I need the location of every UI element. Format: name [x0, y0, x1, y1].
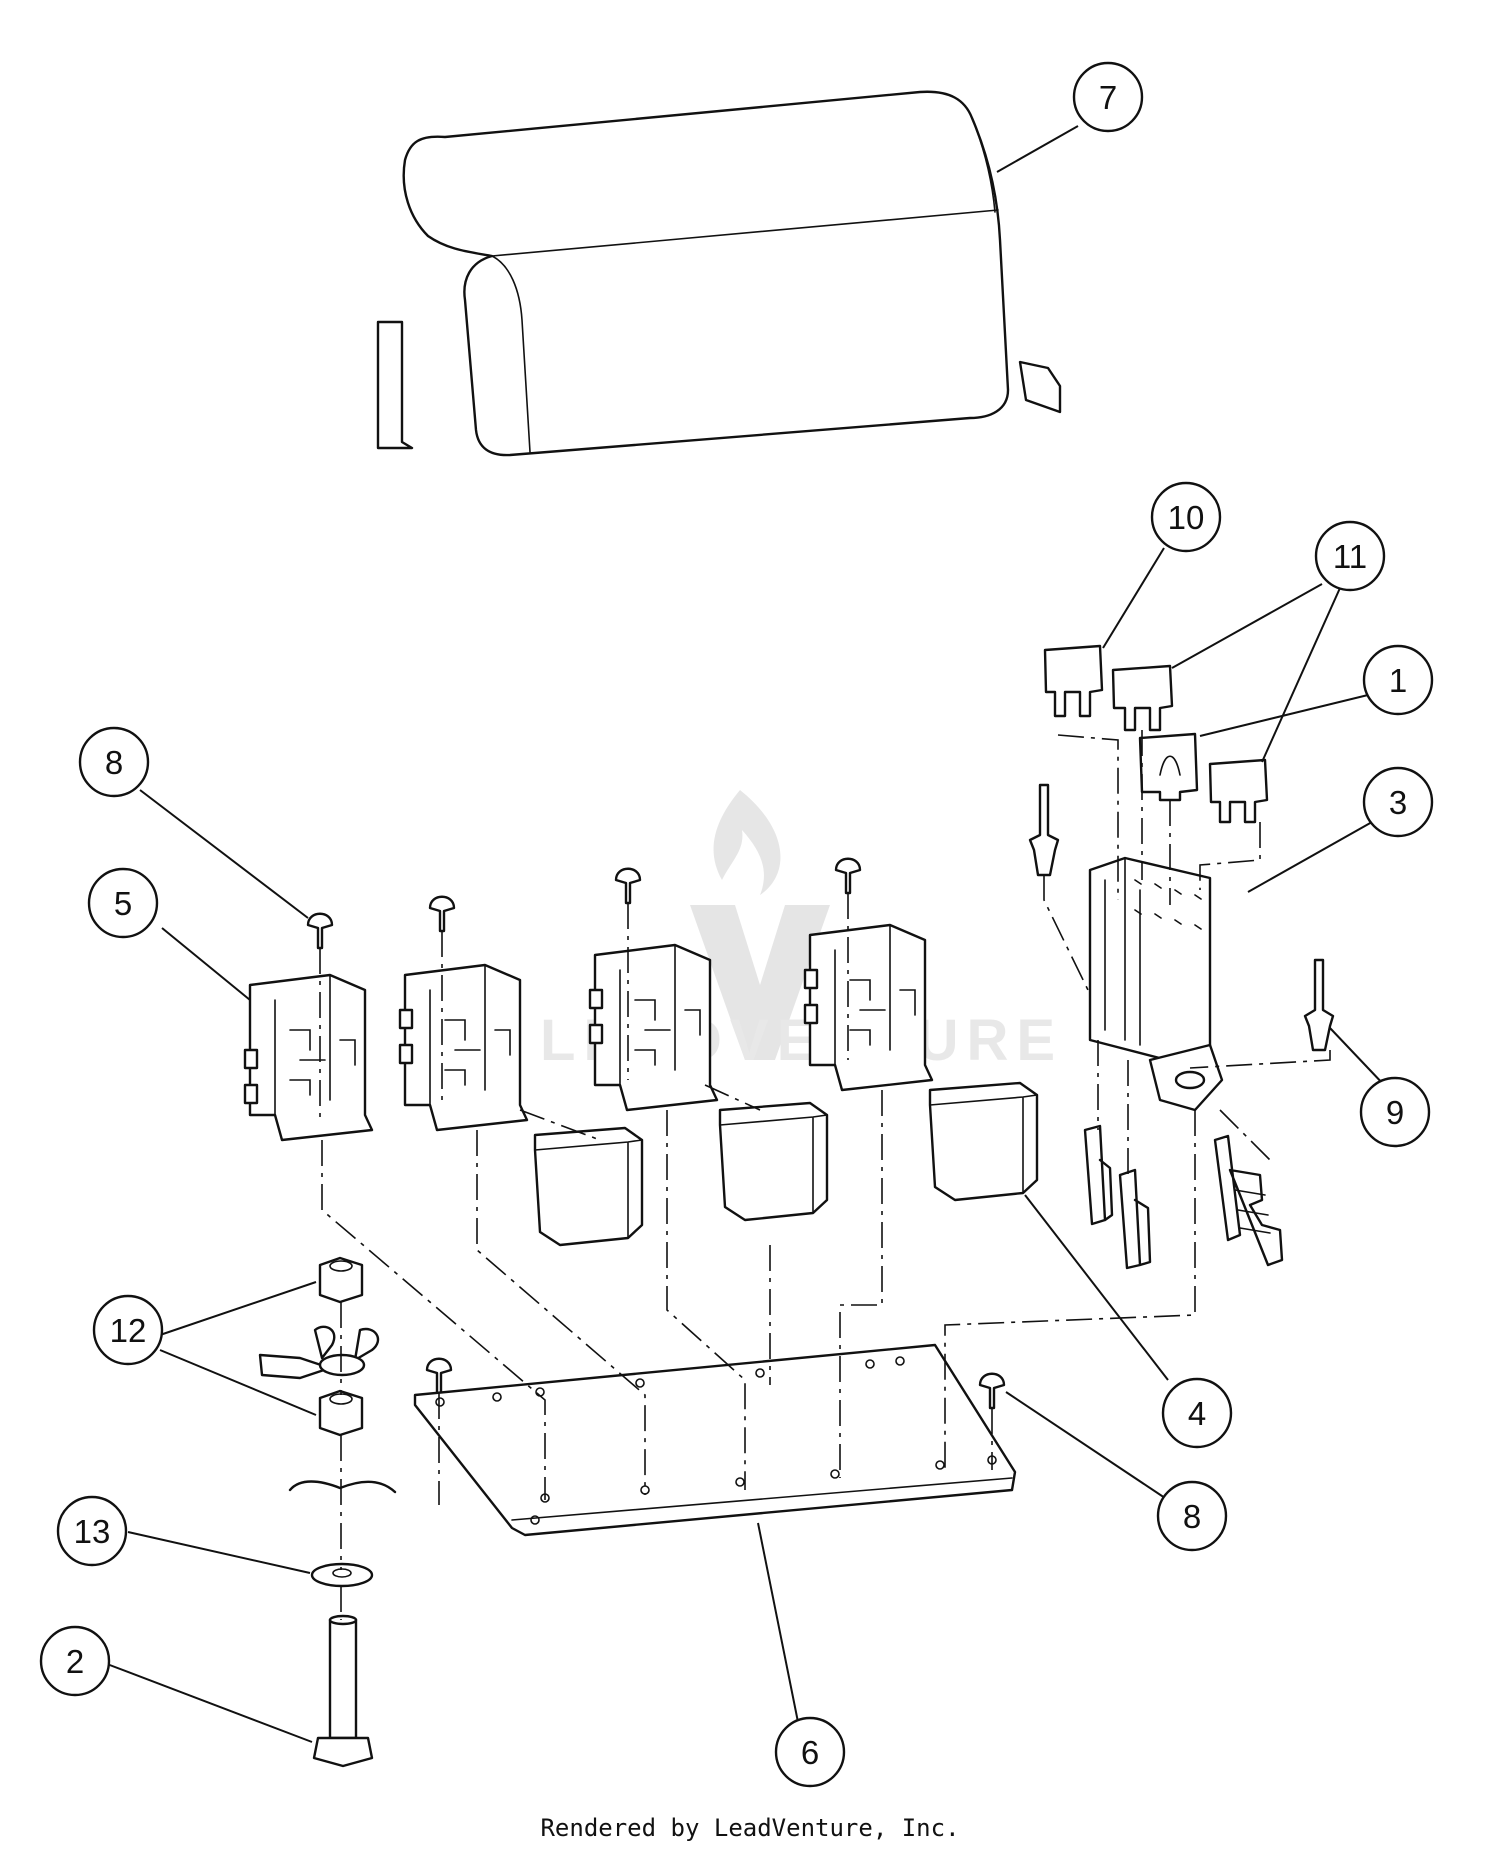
cover-part	[376, 90, 1062, 457]
callout-12-label: 12	[110, 1312, 147, 1349]
relay-socket-part	[588, 943, 719, 1112]
fuse-part	[1043, 644, 1269, 824]
callout-1-label: 1	[1389, 662, 1407, 699]
callout-3-label: 3	[1389, 784, 1407, 821]
callout-6: 6	[774, 1716, 846, 1788]
callout-8-top-label: 8	[105, 744, 123, 781]
bolt-part	[312, 1614, 374, 1768]
callout-9: 9	[1359, 1076, 1431, 1148]
washer-part	[288, 1480, 397, 1588]
relay-socket-part	[243, 973, 374, 1142]
callout-4: 4	[1161, 1377, 1233, 1449]
callout-12: 12	[92, 1294, 164, 1366]
callout-3: 3	[1362, 766, 1434, 838]
assembly-lines	[319, 730, 1331, 1620]
callout-7-label: 7	[1099, 79, 1117, 116]
footer-credit: Rendered by LeadVenture, Inc.	[540, 1814, 960, 1842]
callout-9-label: 9	[1386, 1094, 1404, 1131]
push-rivet-part	[1028, 783, 1335, 1052]
relay-socket-part	[803, 923, 934, 1092]
ring-terminal-part	[258, 1325, 380, 1380]
callout-8-bottom: 8	[1156, 1480, 1228, 1552]
callout-10: 10	[1150, 481, 1222, 553]
callout-8-bottom-label: 8	[1183, 1498, 1201, 1535]
callout-5-label: 5	[114, 885, 132, 922]
leader-lines	[106, 125, 1387, 1743]
fuse-block-part	[1088, 856, 1224, 1112]
relay-part	[533, 1081, 1039, 1247]
relay-socket-part	[398, 963, 529, 1132]
callout-8-top: 8	[78, 726, 150, 798]
callout-11-label: 11	[1333, 538, 1367, 575]
base-plate-part	[413, 1343, 1017, 1537]
callout-7: 7	[1072, 61, 1144, 133]
callout-2: 2	[39, 1625, 111, 1697]
callout-4-label: 4	[1188, 1395, 1206, 1432]
callout-11: 11	[1314, 520, 1386, 592]
callout-13: 13	[56, 1495, 128, 1567]
callout-1: 1	[1362, 644, 1434, 716]
callout-10-label: 10	[1168, 499, 1205, 536]
terminal-part	[1083, 1124, 1284, 1270]
callout-6-label: 6	[801, 1734, 819, 1771]
callout-2-label: 2	[66, 1643, 84, 1680]
callout-5: 5	[87, 867, 159, 939]
callout-13-label: 13	[74, 1513, 111, 1550]
